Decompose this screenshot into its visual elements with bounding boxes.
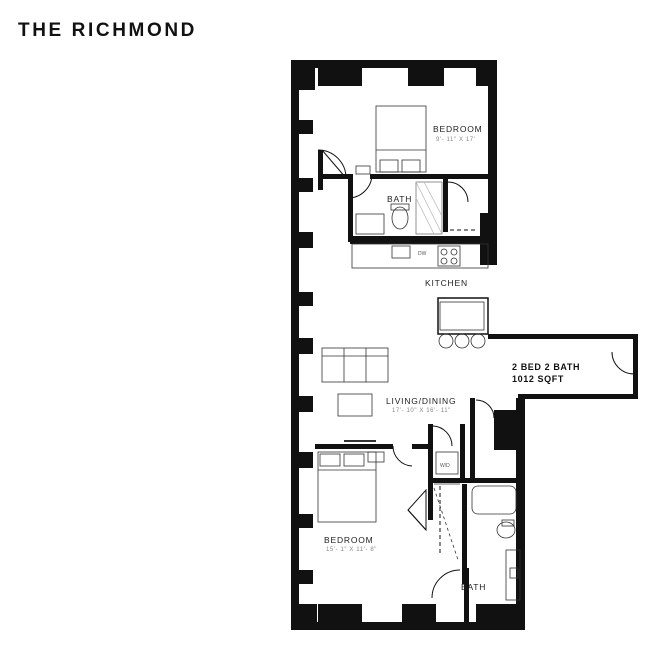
wd-label: W/D xyxy=(440,463,450,469)
page-title: THE RICHMOND xyxy=(18,20,197,41)
bedroom-1-label: BEDROOM xyxy=(433,124,483,134)
bath-2-label: BATH xyxy=(461,582,486,592)
bedroom-1-dims: 9'- 11" X 17' xyxy=(436,137,475,143)
bath-1-label: BATH xyxy=(387,194,412,204)
interior-walls xyxy=(315,150,520,624)
living-dining-label: LIVING/DINING xyxy=(386,396,456,406)
exterior-walls xyxy=(291,60,638,630)
bedroom-2-label: BEDROOM xyxy=(324,535,374,545)
living-dining-dims: 17'- 10" X 16'- 11" xyxy=(392,408,451,414)
unit-type: 2 BED 2 BATH xyxy=(512,362,580,372)
furniture xyxy=(317,105,521,601)
bedroom-2-dims: 15'- 1" X 11'- 8" xyxy=(326,547,377,553)
windows xyxy=(362,65,476,625)
kitchen-label: KITCHEN xyxy=(425,278,468,288)
unit-area: 1012 SQFT xyxy=(512,374,564,384)
doors xyxy=(317,149,635,599)
dishwasher-label: DW xyxy=(418,251,427,257)
